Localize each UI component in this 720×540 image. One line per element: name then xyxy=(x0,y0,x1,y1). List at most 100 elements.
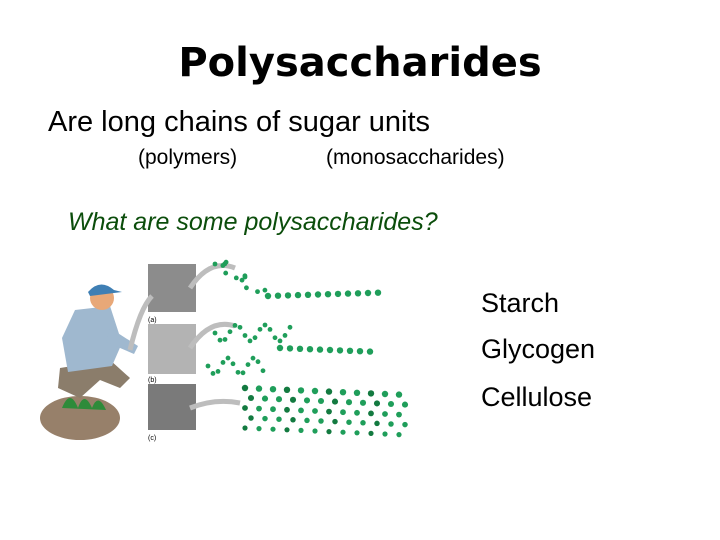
starch-chain-unit xyxy=(374,289,382,296)
glycogen-branch-unit xyxy=(217,337,223,343)
cellulose-fiber-unit xyxy=(368,430,374,436)
cellulose-fiber-unit xyxy=(331,398,339,405)
cellulose-fiber-unit xyxy=(359,399,367,406)
example-cellulose: Cellulose xyxy=(481,382,593,412)
cellulose-fiber-unit xyxy=(367,390,375,397)
cellulose-fiber-unit xyxy=(247,394,255,402)
cellulose-fiber-unit xyxy=(396,411,402,418)
cellulose-fiber-unit xyxy=(345,399,353,406)
cellulose-fiber-unit xyxy=(290,417,296,423)
example-starch: Starch xyxy=(481,288,560,318)
cellulose-fiber-unit xyxy=(304,417,310,424)
arrows xyxy=(127,263,241,411)
panel-label-b: (b) xyxy=(148,377,157,384)
cellulose-fiber-unit xyxy=(360,420,366,426)
cellulose-fiber-unit xyxy=(326,429,332,435)
cellulose-fiber-unit xyxy=(312,408,318,414)
glycogen-chain-unit xyxy=(326,346,334,354)
glycogen-branch-unit xyxy=(277,338,283,344)
example-glycogen: Glycogen xyxy=(481,334,596,364)
cellulose-fiber-unit xyxy=(346,419,352,425)
glycogen-chain-unit xyxy=(366,348,374,355)
note-polymers: (polymers) xyxy=(138,146,238,169)
panel-b-image xyxy=(148,324,196,374)
glycogen-chain-unit xyxy=(276,344,284,352)
glycogen-branch-unit xyxy=(205,363,211,369)
glycogen-branch-unit xyxy=(282,333,288,338)
polysaccharide-illustration: (a) (b) (c) xyxy=(40,259,409,442)
glycogen-branch-unit xyxy=(272,335,278,341)
cellulose-fiber-unit xyxy=(401,401,409,408)
starch-coil-unit xyxy=(244,285,249,291)
cellulose-fiber-unit xyxy=(353,389,361,396)
cellulose-fiber-unit xyxy=(297,387,305,394)
cellulose-fiber-unit xyxy=(402,421,408,428)
starch-chain-unit xyxy=(284,292,292,299)
glycogen-branch-unit xyxy=(232,322,238,328)
glycogen-branch-unit xyxy=(250,355,256,361)
cellulose-fiber-unit xyxy=(340,429,346,435)
starch-coil-unit xyxy=(233,275,239,281)
starch-coil-unit xyxy=(255,289,260,295)
cellulose-fiber-unit xyxy=(242,405,248,411)
panel-c-image xyxy=(148,384,196,430)
cellulose-fiber-unit xyxy=(284,427,290,433)
glycogen-branch-unit xyxy=(230,361,236,367)
starch-chain-unit xyxy=(344,290,352,297)
cellulose-fiber-unit xyxy=(311,387,319,395)
glycogen-chain-unit xyxy=(316,346,324,353)
cellulose-fiber-unit xyxy=(396,432,402,438)
cellulose-fiber-unit xyxy=(298,407,304,414)
cellulose-fiber-unit xyxy=(388,421,394,427)
cellulose-fiber-unit xyxy=(284,406,290,413)
starch-chain-unit xyxy=(314,291,322,298)
glycogen-branch-unit xyxy=(267,327,273,332)
soil-mound xyxy=(40,396,120,440)
glycogen-branch-unit xyxy=(240,370,246,376)
glycogen-branch-unit xyxy=(247,338,253,344)
glycogen-branch-unit xyxy=(260,368,266,374)
starch-coil-unit xyxy=(223,259,229,265)
starch-coil-unit xyxy=(239,277,245,283)
question-text: What are some polysaccharides? xyxy=(68,208,438,236)
cellulose-fiber-unit xyxy=(374,420,380,427)
glycogen-branch-unit xyxy=(245,362,251,368)
cellulose-fiber-unit xyxy=(248,415,254,421)
cellulose-fiber-unit xyxy=(283,386,291,393)
arrow-a xyxy=(187,263,236,290)
panel-label-c: (c) xyxy=(148,435,156,442)
glycogen-chain-unit xyxy=(346,347,354,354)
glycogen-chain-unit xyxy=(306,346,314,353)
micrograph-panels: (a) (b) (c) xyxy=(148,264,196,442)
cellulose-fiber-unit xyxy=(317,397,325,405)
arrow-farmer xyxy=(127,294,154,351)
glycogen-chain-unit xyxy=(356,348,364,355)
cellulose-fiber-unit xyxy=(339,389,347,396)
arrow-c xyxy=(189,398,241,411)
farmer-shirt xyxy=(62,306,122,372)
glycogen-branch-unit xyxy=(220,360,226,365)
starch-chain-unit xyxy=(274,292,282,299)
cellulose-fiber-unit xyxy=(318,418,324,424)
panel-a-image xyxy=(148,264,196,312)
slide-title: Polysaccharides xyxy=(178,40,542,86)
cellulose-fiber-unit xyxy=(256,405,262,412)
cellulose-fiber-unit xyxy=(382,411,388,417)
cellulose-fiber-unit xyxy=(325,388,333,395)
glycogen-chain-unit xyxy=(286,345,294,352)
glycogen-branch-unit xyxy=(227,329,233,335)
cellulose-fiber-unit xyxy=(289,396,297,403)
cellulose-fiber-unit xyxy=(373,400,381,407)
cellulose-fiber-unit xyxy=(270,426,276,432)
starch-coil-unit xyxy=(242,273,248,279)
cellulose-fiber-unit xyxy=(354,430,360,436)
cellulose-fiber-unit xyxy=(340,409,346,416)
arrow-b xyxy=(187,321,236,350)
starch-chain-unit xyxy=(294,291,302,299)
starch-coil-unit xyxy=(223,270,229,276)
glycogen-branch-unit xyxy=(215,369,221,374)
glycogen-branch-unit xyxy=(222,337,228,342)
cellulose-fiber-unit xyxy=(332,418,338,425)
cellulose-fiber-unit xyxy=(261,395,269,402)
cellulose-fiber-unit xyxy=(395,391,403,398)
